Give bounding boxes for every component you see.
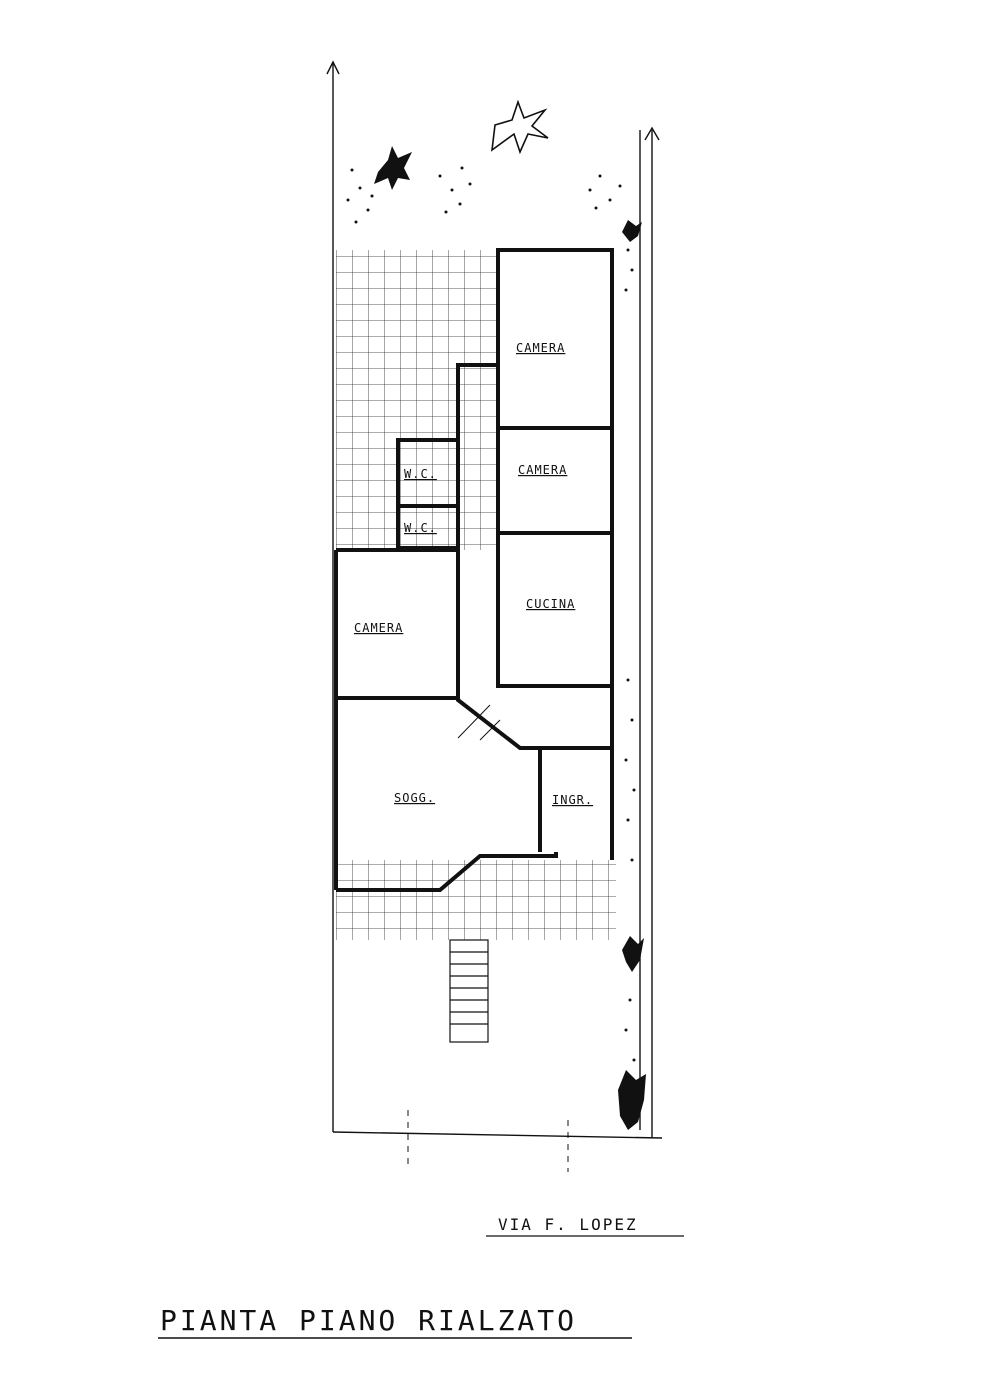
tree-icon	[374, 146, 412, 190]
front-terrace-tiles	[336, 860, 616, 940]
room-label-camera: CAMERA	[354, 621, 403, 635]
room-label-soggiorno: SOGG.	[394, 791, 435, 805]
street-lines	[407, 1110, 569, 1172]
room-label-wc: W.C.	[404, 467, 437, 481]
street-label: VIA F. LOPEZ	[498, 1215, 638, 1234]
shrub-icon	[622, 936, 644, 972]
room-label-camera: CAMERA	[518, 463, 567, 477]
rear-terrace-tiles	[336, 250, 498, 550]
garden-dots	[346, 166, 634, 292]
door-swings	[457, 704, 501, 741]
room-label-wc: W.C.	[404, 521, 437, 535]
lot-boundary-left	[326, 60, 340, 1132]
building-walls	[334, 248, 614, 892]
tree-icon	[490, 99, 549, 155]
lot-boundary-right	[332, 126, 663, 1139]
room-label-ingresso: INGR.	[552, 793, 593, 807]
drawing-title: PIANTA PIANO RIALZATO	[160, 1304, 577, 1337]
side-garden-dots	[624, 678, 636, 1062]
room-label-camera: CAMERA	[516, 341, 565, 355]
entrance-stairs	[449, 939, 489, 1043]
shrub-icon	[618, 1070, 646, 1130]
room-label-cucina: CUCINA	[526, 597, 575, 611]
shrub-icon	[622, 220, 642, 242]
